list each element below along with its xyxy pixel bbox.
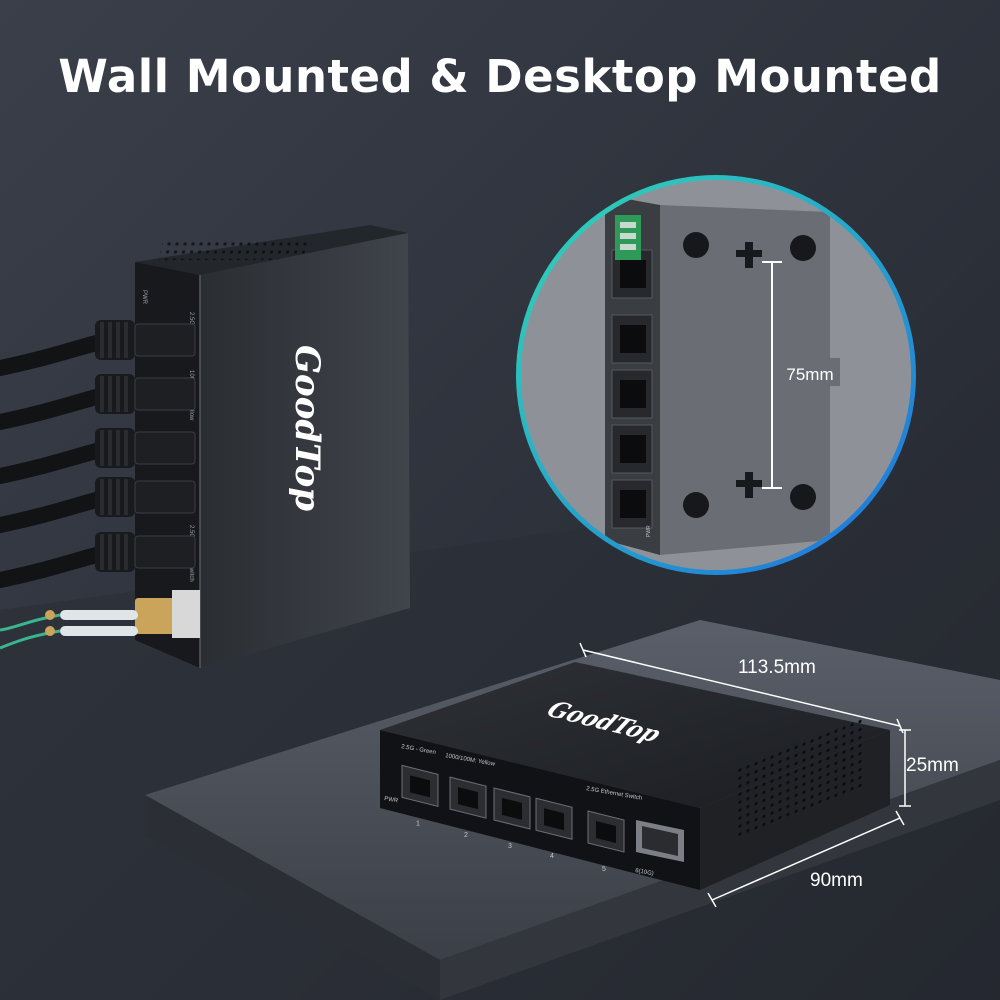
rj45-port [611,424,653,474]
mount-hole-bottom [736,472,762,498]
zoom-detail-circle: 75mm PWR [516,175,916,575]
mount-hole-top [736,242,762,268]
port-number: 5 [602,866,606,873]
port-number: 1 [416,820,420,827]
rj45-port [535,797,573,840]
headline: Wall Mounted & Desktop Mounted [58,50,942,103]
desktop-switch: GoodTop 2.5G - Green 1000/100M: Yellow 2… [380,662,890,890]
ethernet-cables [0,320,196,588]
desk-pwr-label: PWR [384,796,399,804]
rubber-foot [790,235,816,261]
desk-sfp-label: 6(10G) [635,868,654,877]
rubber-foot [683,232,709,258]
port-number: 4 [550,853,554,860]
rj45-port [587,810,625,853]
rj45-port [449,776,487,819]
rj45-port [493,787,531,830]
desk-green-label: 2.5G - Green [401,744,437,756]
port-number: 3 [508,843,512,850]
zoom-ports [611,249,653,529]
depth-label: 90mm [810,870,863,891]
dimension-lines [579,642,911,908]
ethernet-cable [0,477,196,533]
rj45-port [611,479,653,529]
zoom-pwr-label: PWR [646,525,652,537]
rj45-port [611,314,653,364]
rj45-port [611,369,653,419]
desktop-ports: 1 2 3 4 5 [401,764,625,873]
height-label: 25mm [906,755,959,776]
port-number: 2 [464,832,468,839]
wall-pwr-label: PWR [141,290,147,305]
rj45-port [401,764,439,808]
ethernet-cable [0,428,196,484]
rubber-foot [683,492,709,518]
mount-spacing-label: 75mm [786,365,833,384]
wall-switch-brand: GoodTop [287,345,327,511]
fiber-module [0,590,200,650]
ethernet-cable [0,374,196,430]
ethernet-cable [0,532,196,588]
rubber-foot [790,484,816,510]
ethernet-cable [0,320,196,376]
length-label: 113.5mm [738,657,816,678]
